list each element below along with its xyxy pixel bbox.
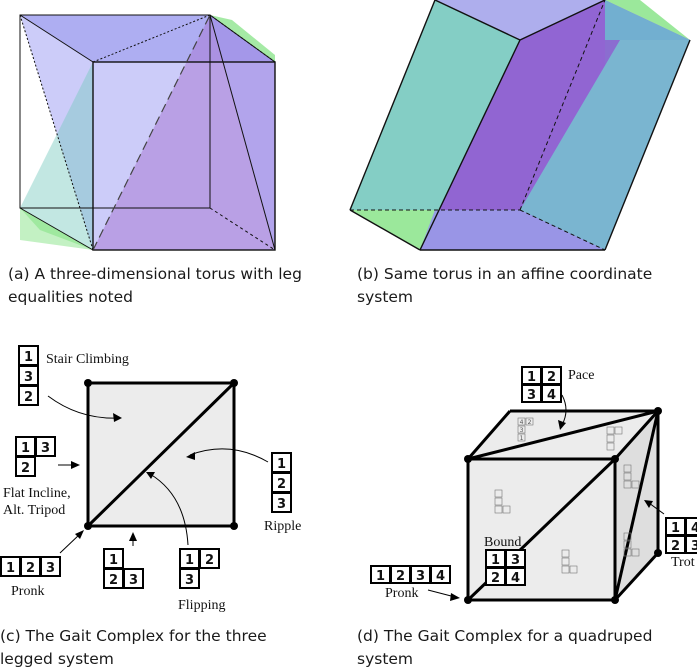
trot-box-2: 4 — [691, 521, 697, 536]
pronk-d-box-2: 2 — [396, 569, 405, 584]
pace-box-1: 1 — [527, 370, 536, 385]
stair-box-1: 1 — [24, 350, 33, 365]
incline-box-1: 1 — [21, 441, 30, 456]
ripple-box-3: 3 — [277, 497, 286, 512]
small-label-2: 2 — [528, 419, 532, 426]
pace-box-3: 3 — [527, 388, 536, 403]
bottom-box-1: 1 — [109, 553, 118, 568]
bound-box: 1 3 2 4 — [485, 549, 526, 586]
flipping-box-2: 2 — [205, 553, 214, 568]
bound-box-2: 3 — [511, 553, 520, 568]
caption-d: (d) The Gait Complex for a quadruped sys… — [357, 627, 653, 668]
small-label-1: 1 — [520, 435, 524, 442]
pronk-box-3: 1 2 3 — [0, 556, 61, 577]
flipping-box-1: 1 — [185, 553, 194, 568]
ripple-box-1: 1 — [277, 457, 286, 472]
trot-box-4: 3 — [691, 539, 697, 554]
pronk-box-4: 1 2 3 4 — [370, 565, 451, 584]
small-label-4: 4 — [520, 419, 524, 426]
flipping-label: Flipping — [178, 598, 225, 613]
incline-box-3: 2 — [21, 461, 30, 476]
pronk-d-box-1: 1 — [376, 569, 385, 584]
trot-label: Trot — [671, 555, 695, 570]
bound-box-3: 2 — [491, 571, 500, 586]
bottom-box-2: 2 — [109, 573, 118, 588]
ripple-box: 1 2 3 — [271, 452, 292, 513]
pace-box-2: 2 — [547, 370, 556, 385]
flat-incline-label: Flat Incline, — [3, 486, 71, 501]
caption-a: (a) A three-dimensional torus with leg e… — [8, 265, 302, 306]
pace-box-4: 4 — [547, 388, 556, 403]
stair-box-2: 3 — [24, 370, 33, 385]
panel-a-torus-cube — [19, 14, 276, 251]
caption-c: (c) The Gait Complex for the three legge… — [0, 627, 267, 668]
ripple-box-2: 2 — [277, 477, 286, 492]
bottom-box-3: 3 — [129, 573, 138, 588]
flipping-box: 1 2 3 — [179, 548, 220, 589]
alt-tripod-label: Alt. Tripod — [3, 503, 65, 518]
panel-b-affine-torus — [349, 0, 691, 251]
pronk-label-c: Pronk — [11, 584, 44, 599]
small-label-3: 3 — [520, 427, 524, 434]
pronk-label-d: Pronk — [385, 586, 418, 601]
pace-box: 1 2 3 4 — [521, 366, 562, 403]
panel-d-gait-complex: 4 2 3 1 1 2 3 4 Pace Bound 1 3 2 — [370, 366, 697, 604]
pace-label: Pace — [568, 368, 594, 383]
flipping-box-3: 3 — [185, 573, 194, 588]
bound-box-1: 1 — [491, 553, 500, 568]
small-gait-labels: 4 2 3 1 — [494, 417, 640, 574]
bound-box-4: 4 — [511, 571, 520, 586]
flat-incline-box: 1 3 2 — [15, 436, 56, 477]
bound-label: Bound — [484, 535, 521, 550]
pronk-box-1: 1 — [6, 561, 15, 576]
stair-box-3: 2 — [24, 390, 33, 405]
pronk-box-2: 2 — [26, 561, 35, 576]
bottom-box: 1 2 3 — [103, 548, 144, 589]
pronk-box-3-label: 3 — [46, 561, 55, 576]
trot-box-3: 2 — [671, 539, 680, 554]
incline-box-2: 3 — [41, 441, 50, 456]
stair-climbing-box: 1 3 2 — [18, 345, 39, 406]
ripple-label: Ripple — [264, 519, 301, 534]
pronk-d-box-3: 3 — [416, 569, 425, 584]
trot-box: 1 4 2 3 — [665, 517, 697, 554]
caption-b: (b) Same torus in an affine coordinate s… — [357, 265, 653, 306]
trot-box-1: 1 — [671, 521, 680, 536]
panel-c-gait-complex: 1 3 2 Stair Climbing 1 3 2 Flat Incline,… — [0, 345, 301, 613]
pronk-d-box-4: 4 — [436, 569, 445, 584]
stair-climbing-label: Stair Climbing — [46, 352, 129, 367]
